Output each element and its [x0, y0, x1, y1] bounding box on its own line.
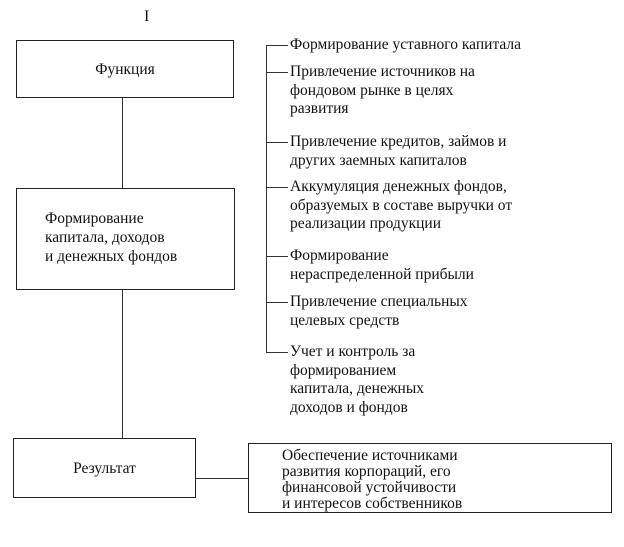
list-item-line: капитала, денежных: [290, 380, 425, 397]
bracket-tick: [266, 256, 288, 257]
bracket-tick: [266, 142, 288, 143]
list-item-line: формированием: [290, 361, 397, 379]
list-item-line: нераспределенной прибыли: [290, 265, 474, 283]
section-label: I: [144, 8, 150, 25]
outcome-box-line: финансовой устойчивости: [282, 479, 457, 496]
result-box: Результат: [13, 438, 196, 498]
outcome-box-line: развития корпораций, его: [282, 463, 451, 480]
list-item: Формирование уставного капитала: [290, 36, 521, 55]
function-box: Функция: [16, 40, 234, 98]
list-item-line: Учет и контроль за: [290, 343, 416, 360]
list-item-line: Привлечение кредитов, займов и: [290, 133, 507, 150]
bracket-tick: [266, 187, 288, 188]
result-box-label: Результат: [73, 459, 136, 477]
list-item-line: доходов и фондов: [290, 398, 408, 416]
list-item-line: развития: [290, 100, 349, 117]
list-item-line: Привлечение специальных: [290, 293, 468, 310]
list-item-line: реализации продукции: [290, 215, 442, 232]
connector-function-formation: [122, 98, 123, 188]
list-item-line: Аккумуляция денежных фондов,: [290, 178, 507, 195]
list-item: Формирование нераспределенной прибыли: [290, 247, 474, 284]
bracket-tick: [266, 72, 288, 73]
list-item: Привлечение кредитов, займов и других за…: [290, 133, 506, 170]
formation-box-line: Формирование: [45, 210, 144, 227]
formation-box-line: и денежных фондов: [45, 248, 178, 265]
list-item: Аккумуляция денежных фондов, образуемых …: [290, 178, 512, 234]
bracket-tick: [266, 352, 288, 353]
bracket-tick: [266, 302, 288, 303]
list-item-line: образуемых в составе выручки от: [290, 196, 513, 214]
bracket-line: [266, 45, 267, 353]
function-box-label: Функция: [95, 60, 155, 78]
list-item-line: фондовом рынке в целях: [290, 81, 454, 99]
outcome-box: Обеспечение источниками развития корпора…: [248, 443, 612, 513]
list-item-line: целевых средств: [290, 311, 400, 329]
list-item-line: Формирование: [290, 247, 389, 264]
list-item: Привлечение специальных целевых средств: [290, 293, 468, 330]
list-item: Учет и контроль за формированием капитал…: [290, 343, 424, 417]
list-item-line: Формирование уставного капитала: [290, 36, 522, 53]
formation-box: Формирование капитала, доходов и денежны…: [16, 188, 235, 290]
bracket-tick: [266, 45, 288, 46]
formation-box-line: капитала, доходов: [45, 229, 165, 246]
outcome-box-line: и интересов собственников: [282, 495, 463, 512]
list-item-line: Привлечение источников на: [290, 63, 475, 80]
connector-formation-result: [122, 290, 123, 438]
list-item: Привлечение источников на фондовом рынке…: [290, 63, 475, 119]
outcome-box-line: Обеспечение источниками: [282, 447, 458, 464]
connector-result-outcome: [196, 478, 248, 479]
list-item-line: других заемных капиталов: [290, 151, 467, 169]
